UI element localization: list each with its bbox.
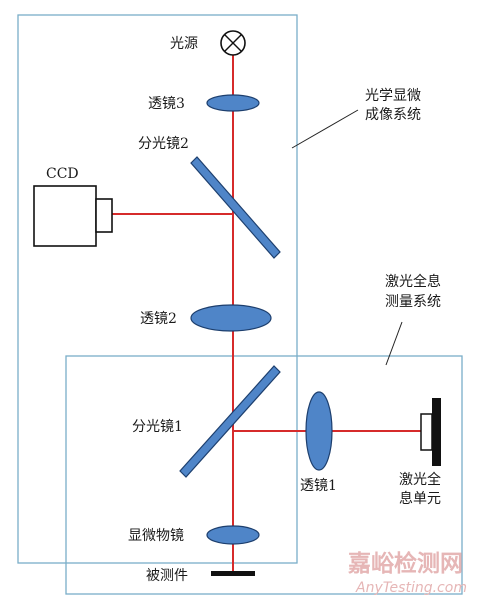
beamsplitter1-shape — [179, 365, 281, 478]
optical-system-callout-line — [291, 109, 359, 149]
ccd-camera-icon — [33, 185, 113, 247]
objective-label: 显微物镜 — [128, 528, 184, 544]
holography-system-callout-line — [385, 321, 403, 366]
lens2-shape — [190, 304, 272, 332]
beamsplitter2-label: 分光镜2 — [138, 136, 189, 152]
optical-imaging-system-box — [17, 14, 298, 564]
lens3-shape — [206, 94, 260, 112]
ccd-label: CCD — [46, 166, 79, 182]
lens1-label: 透镜1 — [300, 478, 337, 494]
lens2-label: 透镜2 — [140, 311, 177, 327]
laser-unit-icon — [420, 398, 441, 466]
laser-unit-label-line1: 激光全 — [399, 471, 441, 488]
watermark-cn: 嘉峪检测网 — [348, 550, 463, 577]
optical-system-label-line1: 光学显微 — [365, 88, 421, 104]
holography-system-label-line1: 激光全息 — [385, 273, 441, 290]
lens1-shape — [305, 391, 333, 471]
beamsplitter2-shape — [190, 156, 281, 259]
sample-shape — [211, 571, 255, 576]
lens3-label: 透镜3 — [148, 96, 185, 112]
objective-lens-shape — [206, 525, 260, 545]
holography-system-box — [65, 355, 463, 595]
watermark-en: AnyTesting.com — [355, 580, 467, 596]
laser-unit-label-line2: 息单元 — [399, 490, 441, 507]
light-source-label: 光源 — [170, 36, 198, 52]
light-source-icon — [220, 30, 246, 56]
beamsplitter1-label: 分光镜1 — [132, 419, 183, 435]
sample-label: 被测件 — [146, 568, 188, 584]
optical-system-label-line2: 成像系统 — [365, 107, 421, 123]
holography-system-label-line2: 测量系统 — [385, 294, 441, 310]
